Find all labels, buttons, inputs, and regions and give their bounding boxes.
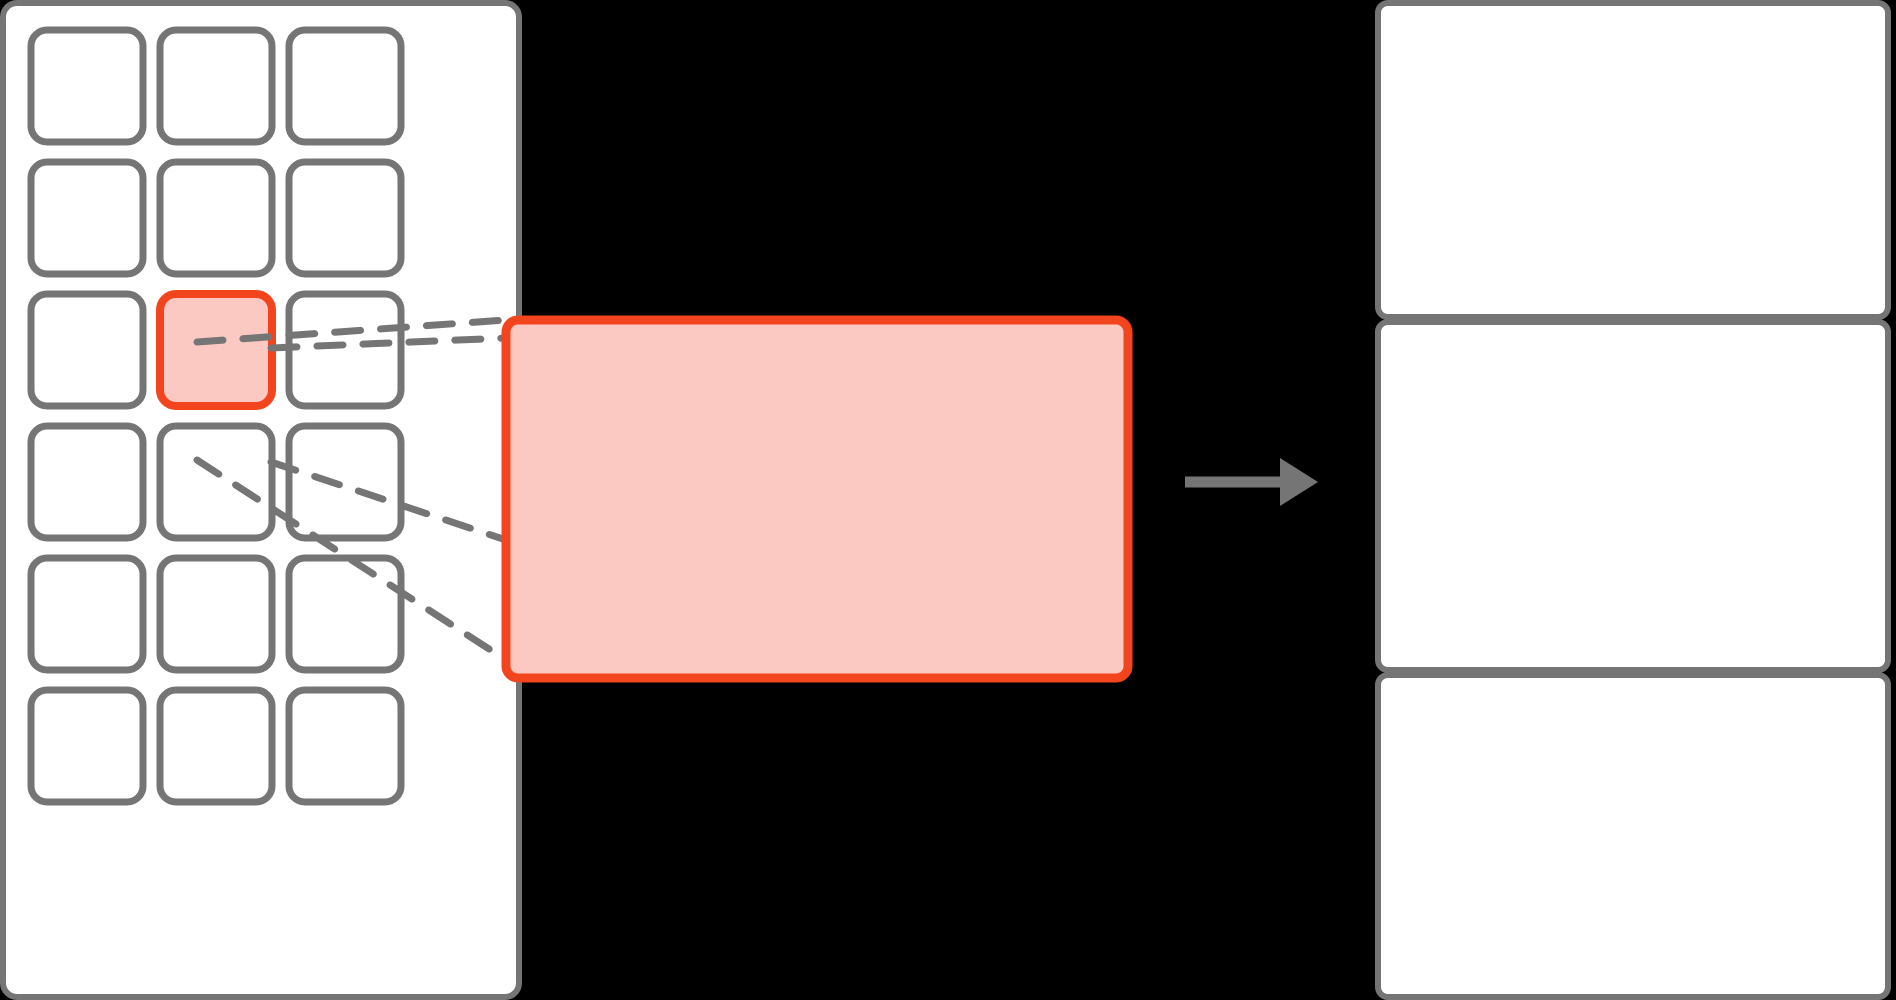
magnifier-guide-lines [193, 316, 510, 664]
connector-bottom-outer [193, 456, 510, 664]
grid-cell[interactable] [285, 26, 405, 146]
grid-cell[interactable] [156, 422, 276, 542]
grid-cell[interactable] [27, 422, 147, 542]
grid-cell[interactable] [285, 158, 405, 278]
grid-cell[interactable] [27, 158, 147, 278]
grid-cell[interactable] [156, 686, 276, 806]
grid-cell[interactable] [27, 554, 147, 674]
grid-cell[interactable] [27, 686, 147, 806]
output-slice-middle[interactable] [1375, 319, 1891, 673]
output-stack-panel[interactable] [1375, 0, 1891, 1000]
connector-top-inner [267, 334, 510, 352]
grid-cell[interactable] [285, 290, 405, 410]
grid-cell[interactable] [27, 290, 147, 410]
flow-arrow [1185, 458, 1318, 506]
grid-cell[interactable] [156, 554, 276, 674]
grid-cell-group [27, 26, 405, 806]
grid-cell[interactable] [285, 686, 405, 806]
magnified-patch[interactable] [501, 315, 1133, 683]
grid-cell[interactable] [285, 554, 405, 674]
connector-top-outer [193, 316, 510, 346]
grid-cell[interactable] [156, 158, 276, 278]
flow-arrow-head [1280, 458, 1318, 506]
output-slice-bottom[interactable] [1375, 672, 1891, 1000]
image-grid-panel[interactable] [0, 0, 522, 1000]
connector-bottom-inner [267, 458, 510, 544]
grid-cell[interactable] [27, 26, 147, 146]
flow-arrow-shaft [1185, 476, 1290, 488]
grid-cell[interactable] [156, 26, 276, 146]
grid-cell-highlighted[interactable] [156, 290, 276, 410]
output-slice-top[interactable] [1375, 0, 1891, 320]
grid-cell[interactable] [285, 422, 405, 542]
